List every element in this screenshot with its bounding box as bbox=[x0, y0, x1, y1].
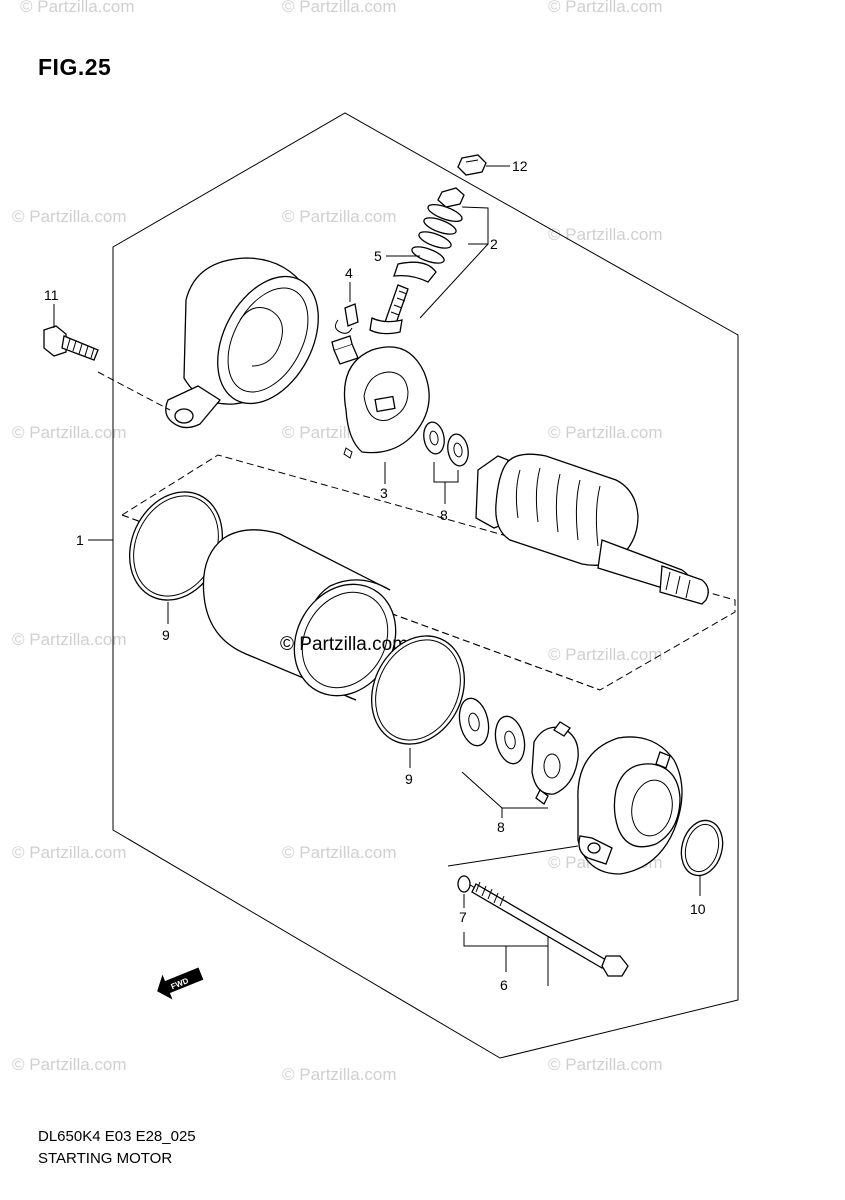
assembly-name: STARTING MOTOR bbox=[38, 1150, 173, 1167]
watermark: © Partzilla.com bbox=[12, 630, 127, 649]
fwd-arrow-icon: FWD bbox=[157, 967, 204, 1000]
watermark: © Partzilla.com bbox=[282, 0, 397, 16]
leader-8-upper bbox=[433, 462, 459, 483]
assembly-boundary bbox=[112, 112, 739, 1059]
watermark: © Partzilla.com bbox=[20, 0, 135, 16]
watermark: © Partzilla.com bbox=[12, 423, 127, 442]
callout-8-lower: 8 bbox=[497, 819, 505, 835]
part-4-brush-spring bbox=[334, 303, 359, 334]
lock-plate bbox=[531, 721, 579, 805]
callout-4: 4 bbox=[345, 265, 353, 281]
callout-12: 12 bbox=[512, 158, 528, 174]
watermark: © Partzilla.com bbox=[548, 423, 663, 442]
part-12-nut bbox=[457, 154, 487, 176]
watermark: © Partzilla.com bbox=[548, 225, 663, 244]
callout-11: 11 bbox=[44, 287, 59, 303]
figure-title: FIG.25 bbox=[38, 54, 112, 80]
watermark: © Partzilla.com bbox=[548, 1055, 663, 1074]
model-code: DL650K4 E03 E28_025 bbox=[38, 1128, 196, 1145]
center-watermark: © Partzilla.com bbox=[280, 634, 408, 655]
watermark-grid: © Partzilla.com © Partzilla.com © Partzi… bbox=[12, 0, 663, 1084]
watermark: © Partzilla.com bbox=[12, 1055, 127, 1074]
callout-8-upper: 8 bbox=[440, 507, 448, 523]
watermark: © Partzilla.com bbox=[282, 207, 397, 226]
brush-block bbox=[331, 335, 359, 365]
leader-2-connector bbox=[419, 243, 489, 319]
leader-11-line bbox=[97, 371, 171, 411]
front-housing bbox=[577, 736, 683, 875]
watermark: © Partzilla.com bbox=[548, 0, 663, 16]
armature bbox=[475, 453, 709, 605]
watermark: © Partzilla.com bbox=[548, 645, 663, 664]
watermark: © Partzilla.com bbox=[12, 843, 127, 862]
part-8-lower-washers bbox=[458, 697, 526, 765]
bolt-leader-top bbox=[447, 845, 579, 867]
callout-5: 5 bbox=[374, 248, 382, 264]
leader-2 bbox=[461, 206, 489, 245]
rear-housing bbox=[165, 257, 319, 429]
part-7-washer bbox=[457, 875, 471, 893]
callout-1: 1 bbox=[76, 532, 84, 548]
part-3-brush-plate bbox=[343, 346, 430, 459]
watermark: © Partzilla.com bbox=[282, 1065, 397, 1084]
terminal-bolt bbox=[369, 284, 409, 335]
callout-6: 6 bbox=[500, 977, 508, 993]
callout-10: 10 bbox=[690, 901, 706, 917]
part-9-lower-oring bbox=[370, 635, 466, 745]
callout-9-lower: 9 bbox=[405, 771, 413, 787]
callout-2: 2 bbox=[490, 236, 498, 252]
callout-9-upper: 9 bbox=[162, 627, 170, 643]
yoke bbox=[202, 529, 397, 701]
part-10-oring bbox=[680, 819, 724, 877]
callout-7: 7 bbox=[459, 909, 467, 925]
part-8-upper-washers bbox=[423, 421, 469, 467]
part-2-washer-stack bbox=[393, 187, 465, 283]
watermark: © Partzilla.com bbox=[12, 207, 127, 226]
watermark: © Partzilla.com bbox=[282, 843, 397, 862]
part-11-screw bbox=[43, 325, 99, 361]
part-6-long-bolt bbox=[471, 881, 629, 977]
callout-3: 3 bbox=[380, 485, 388, 501]
